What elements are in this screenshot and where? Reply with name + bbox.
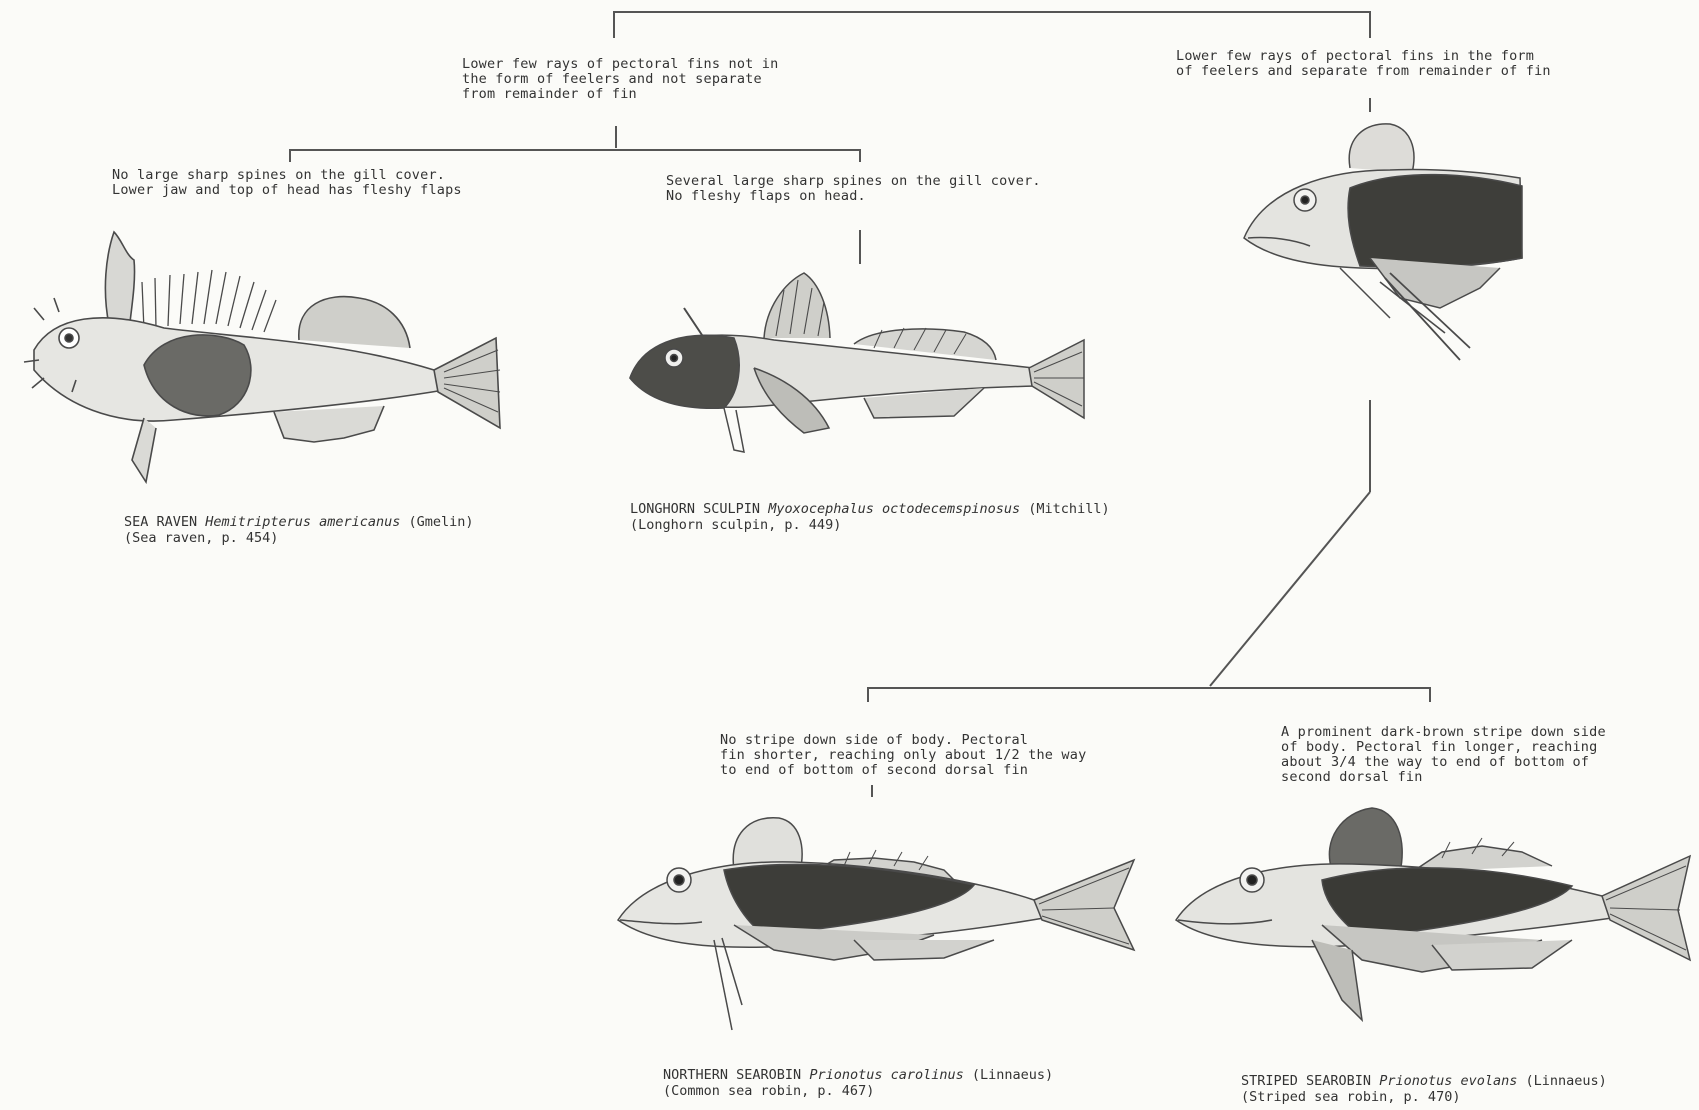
striped-searobin-common-name: STRIPED SEAROBIN — [1241, 1073, 1371, 1089]
longhorn-sculpin-scientific-name: Myoxocephalus octodecemspinosus — [768, 501, 1020, 517]
sea-raven-scientific-name: Hemitripterus americanus — [205, 514, 400, 530]
northern-searobin-scientific-name: Prionotus carolinus — [809, 1067, 963, 1083]
longhorn-sculpin-reference: (Longhorn sculpin, p. 449) — [630, 518, 841, 533]
bottom-bracket — [868, 688, 1430, 702]
couplet-no-stripe: No stripe down side of body. Pectoral fi… — [720, 733, 1086, 778]
searobin-feelers-illustration — [1240, 118, 1530, 363]
striped-searobin-author: (Linnaeus) — [1526, 1073, 1607, 1089]
longhorn-sculpin-common-name: LONGHORN SCULPIN — [630, 501, 760, 517]
northern-searobin-reference: (Common sea robin, p. 467) — [663, 1084, 874, 1099]
sea-raven-illustration — [14, 220, 534, 500]
couplet-feelers: Lower few rays of pectoral fins in the f… — [1176, 49, 1551, 79]
sea-raven-author: (Gmelin) — [409, 514, 474, 530]
longhorn-sculpin-caption: LONGHORN SCULPIN Myoxocephalus octodecem… — [630, 502, 1110, 517]
sea-raven-reference: (Sea raven, p. 454) — [124, 531, 278, 546]
northern-searobin-caption: NORTHERN SEAROBIN Prionotus carolinus (L… — [663, 1068, 1053, 1083]
couplet-no-feelers: Lower few rays of pectoral fins not in t… — [462, 57, 778, 102]
couplet-stripe: A prominent dark-brown stripe down side … — [1281, 725, 1606, 785]
couplet-no-spines: No large sharp spines on the gill cover.… — [112, 168, 462, 198]
longhorn-sculpin-author: (Mitchill) — [1028, 501, 1109, 517]
striped-searobin-illustration — [1172, 800, 1694, 1050]
diagonal-line — [1210, 492, 1370, 686]
striped-searobin-scientific-name: Prionotus evolans — [1379, 1073, 1517, 1089]
sea-raven-caption: SEA RAVEN Hemitripterus americanus (Gmel… — [124, 515, 474, 530]
northern-searobin-common-name: NORTHERN SEAROBIN — [663, 1067, 801, 1083]
sea-raven-common-name: SEA RAVEN — [124, 514, 197, 530]
northern-searobin-illustration — [614, 800, 1144, 1045]
longhorn-sculpin-illustration — [624, 268, 1104, 488]
striped-searobin-reference: (Striped sea robin, p. 470) — [1241, 1090, 1460, 1105]
couplet-spines: Several large sharp spines on the gill c… — [666, 174, 1041, 204]
second-bracket — [290, 150, 860, 162]
northern-searobin-author: (Linnaeus) — [972, 1067, 1053, 1083]
top-bracket — [614, 12, 1370, 38]
striped-searobin-caption: STRIPED SEAROBIN Prionotus evolans (Linn… — [1241, 1074, 1607, 1089]
